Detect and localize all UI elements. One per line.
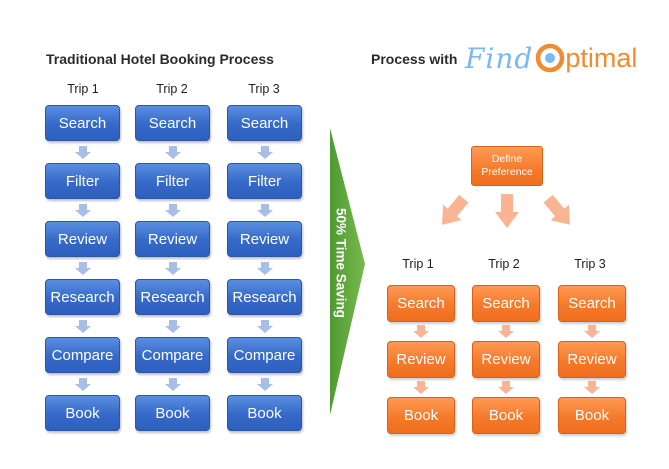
down-arrow-icon <box>498 325 514 338</box>
trip1-search-step: Search <box>45 105 120 141</box>
define-preference-box: Define Preference <box>471 146 543 186</box>
down-arrow-icon <box>165 262 181 275</box>
down-arrow-icon <box>165 378 181 391</box>
fo-trip3-review-step: Review <box>558 341 626 378</box>
fo-trip3-search-step: Search <box>558 285 626 322</box>
down-arrow-icon <box>257 262 273 275</box>
logo-find-text: Find <box>465 41 534 75</box>
branch-arrow-right-icon <box>543 194 570 225</box>
trip3-compare-step: Compare <box>227 337 302 373</box>
left-trip-label-2: Trip 2 <box>156 82 188 96</box>
left-title: Traditional Hotel Booking Process <box>46 51 274 67</box>
down-arrow-icon <box>75 320 91 333</box>
fo-trip2-search-step: Search <box>472 285 540 322</box>
down-arrow-icon <box>165 146 181 159</box>
down-arrow-icon <box>165 320 181 333</box>
down-arrow-icon <box>257 378 273 391</box>
trip3-research-step: Research <box>227 279 302 315</box>
fo-trip1-review-step: Review <box>387 341 455 378</box>
down-arrow-icon <box>75 146 91 159</box>
fo-trip1-search-step: Search <box>387 285 455 322</box>
trip2-search-step: Search <box>135 105 210 141</box>
findoptimal-logo: Find ptimal <box>465 38 637 78</box>
fo-trip1-book-step: Book <box>387 397 455 434</box>
trip3-review-step: Review <box>227 221 302 257</box>
down-arrow-icon <box>584 381 600 394</box>
trip1-research-step: Research <box>45 279 120 315</box>
trip1-filter-step: Filter <box>45 163 120 199</box>
down-arrow-icon <box>584 325 600 338</box>
branch-arrow-center-icon <box>495 194 519 228</box>
trip1-review-step: Review <box>45 221 120 257</box>
down-arrow-icon <box>413 325 429 338</box>
time-saving-label: 50% Time Saving <box>333 207 349 319</box>
down-arrow-icon <box>257 204 273 217</box>
trip3-search-step: Search <box>227 105 302 141</box>
define-line1: Define <box>491 153 523 165</box>
fo-trip2-review-step: Review <box>472 341 540 378</box>
trip2-compare-step: Compare <box>135 337 210 373</box>
logo-optimal-text: ptimal <box>565 42 638 73</box>
right-trip-label-1: Trip 1 <box>402 257 434 271</box>
trip2-review-step: Review <box>135 221 210 257</box>
fo-trip3-book-step: Book <box>558 397 626 434</box>
trip3-book-step: Book <box>227 395 302 431</box>
left-trip-label-3: Trip 3 <box>248 82 280 96</box>
down-arrow-icon <box>75 204 91 217</box>
left-trip-label-1: Trip 1 <box>67 82 99 96</box>
fo-trip2-book-step: Book <box>472 397 540 434</box>
down-arrow-icon <box>75 378 91 391</box>
right-trip-label-2: Trip 2 <box>488 257 520 271</box>
down-arrow-icon <box>257 146 273 159</box>
logo-o-icon <box>536 43 565 73</box>
down-arrow-icon <box>75 262 91 275</box>
trip3-filter-step: Filter <box>227 163 302 199</box>
down-arrow-icon <box>165 204 181 217</box>
define-line2: Preference <box>481 166 533 178</box>
trip2-book-step: Book <box>135 395 210 431</box>
branch-arrow-left-icon <box>442 194 469 225</box>
trip2-research-step: Research <box>135 279 210 315</box>
right-trip-label-3: Trip 3 <box>574 257 606 271</box>
down-arrow-icon <box>413 381 429 394</box>
down-arrow-icon <box>257 320 273 333</box>
trip1-compare-step: Compare <box>45 337 120 373</box>
trip1-book-step: Book <box>45 395 120 431</box>
trip2-filter-step: Filter <box>135 163 210 199</box>
right-title: Process with <box>371 51 458 67</box>
down-arrow-icon <box>498 381 514 394</box>
